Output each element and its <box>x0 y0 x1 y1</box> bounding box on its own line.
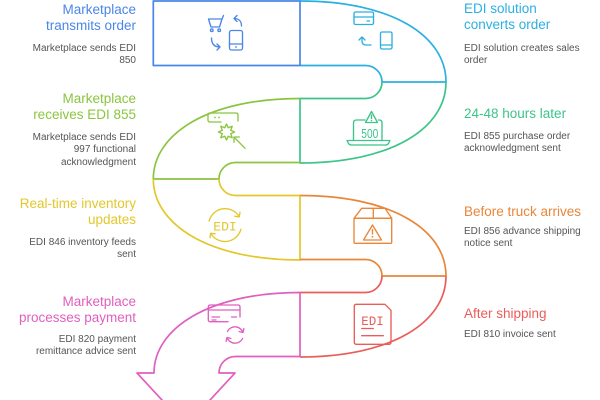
step-description-line: EDI 820 payment <box>58 334 136 345</box>
edi-label: EDI <box>213 220 236 235</box>
edi-document-icon: EDI <box>353 303 392 345</box>
step-title-line: Before truck arrives <box>464 204 582 219</box>
step-description-line: 997 functional <box>73 144 136 156</box>
edi-doc-label: EDI <box>361 315 384 329</box>
package-warning-icon <box>353 207 393 244</box>
step-title-line: After shipping <box>464 306 547 321</box>
step-description: Marketplace sends EDI 997 functional ack… <box>33 132 136 169</box>
step-description-line: acknowledgment sent <box>464 142 561 154</box>
flow-segment-step-1 <box>152 0 301 67</box>
flow-segment-step-5 <box>152 178 301 261</box>
error-code-label: 500 <box>361 127 378 141</box>
step-description: EDI 820 payment remittance advice sent <box>36 334 136 359</box>
step-title: Marketplace transmits order <box>46 2 136 34</box>
step-title-line: Marketplace <box>62 2 136 17</box>
step-title: EDI solution converts order <box>464 1 550 33</box>
step-description-line: order <box>464 55 488 67</box>
card-refresh-icon <box>207 304 245 344</box>
cart-phone-sync-icon <box>207 14 244 51</box>
step-description-line: acknowledgment <box>60 156 136 168</box>
flow-segment-step-2 <box>299 0 447 83</box>
laptop-error-icon: 500 <box>346 110 391 146</box>
step-title: 24-48 hours later <box>464 106 566 122</box>
step-title: Marketplace processes payment <box>19 294 136 326</box>
step-title: Real-time inventory updates <box>20 196 136 228</box>
step-description: EDI 856 advance shipping notice sent <box>464 226 581 251</box>
step-description-line: remittance advice sent <box>35 346 136 358</box>
step-title: Marketplace receives EDI 855 <box>33 91 136 123</box>
step-title-line: EDI solution <box>464 1 537 16</box>
step-title-line: transmits order <box>45 18 136 33</box>
window-click-icon <box>207 112 246 149</box>
card-phone-transfer-icon <box>353 11 393 50</box>
flow-segment-step-7-arrow <box>136 291 301 400</box>
step-description: EDI 855 purchase order acknowledgment se… <box>464 131 570 156</box>
step-description-line: 850 <box>119 54 136 66</box>
step-title: After shipping <box>464 306 547 322</box>
step-description-line: EDI 855 purchase order <box>464 130 571 142</box>
step-description: EDI solution creates sales order <box>464 43 580 68</box>
step-description-line: sent <box>117 248 136 260</box>
flow-segment-step-3 <box>152 97 301 180</box>
step-description-line: Marketplace sends EDI <box>32 42 136 54</box>
step-description: EDI 810 invoice sent <box>464 329 556 341</box>
step-title-line: Marketplace <box>62 91 136 106</box>
step-title-line: Marketplace <box>62 294 136 309</box>
step-description-line: EDI 856 advance shipping <box>464 225 581 237</box>
step-title: Before truck arrives <box>464 204 581 220</box>
flow-segment-step-4 <box>299 81 447 164</box>
step-title-line: 24-48 hours later <box>464 106 567 121</box>
step-description-line: EDI solution creates sales <box>464 43 580 54</box>
step-description-line: EDI 846 inventory feeds <box>29 236 136 248</box>
step-title-line: processes payment <box>18 310 136 325</box>
flow-segment-step-6 <box>299 194 447 277</box>
step-description: EDI 846 inventory feeds sent <box>29 237 136 262</box>
step-description: Marketplace sends EDI 850 <box>33 43 136 68</box>
flow-segment-step-8 <box>299 275 447 358</box>
step-title-line: converts order <box>464 17 551 32</box>
edi-sync-icon: EDI <box>208 208 242 243</box>
step-title-line: Real-time inventory <box>19 196 136 211</box>
step-description-line: notice sent <box>464 237 513 249</box>
step-description-line: EDI 810 invoice sent <box>464 328 556 340</box>
step-title-line: updates <box>87 212 136 227</box>
step-description-line: Marketplace sends EDI <box>32 132 136 143</box>
step-title-line: receives EDI 855 <box>33 107 136 122</box>
